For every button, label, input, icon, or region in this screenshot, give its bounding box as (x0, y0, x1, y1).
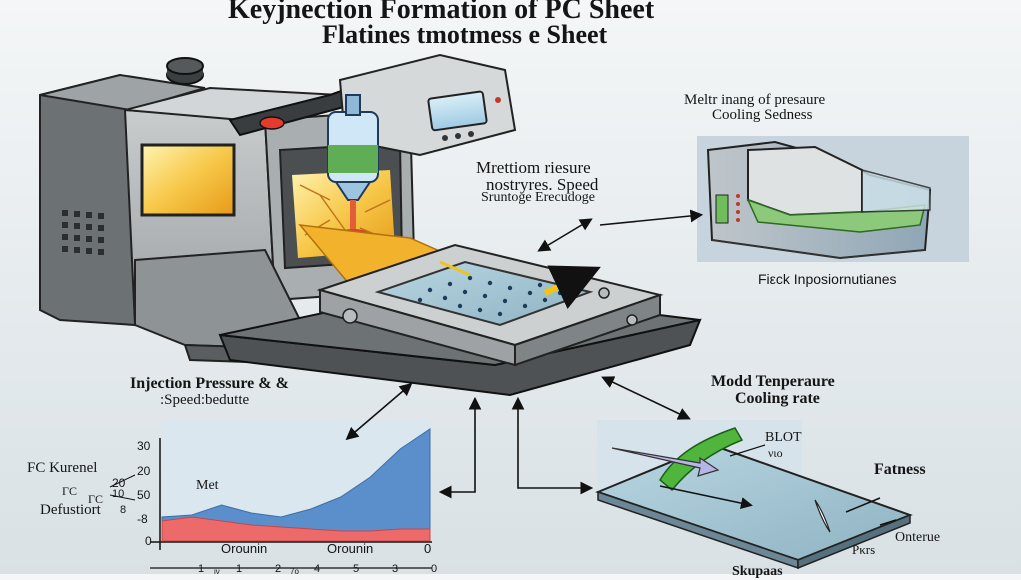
label-right-caption: Fiεck Inposiornutianes (758, 271, 897, 287)
pc-sheet-illustration (595, 420, 913, 570)
label-fc-1: FC Kurenel (27, 460, 98, 476)
machine-left-top (39, 73, 206, 112)
x-tick-top: 0 (424, 541, 432, 556)
side-tick: 8 (120, 504, 127, 516)
x-tick-bottom: 0 (431, 563, 438, 575)
x-tick-bottom: 4 (314, 563, 321, 575)
machine-left-body (39, 73, 136, 327)
x-tick-bottom-sub: ιν (214, 567, 220, 576)
chart-annotation: Met (196, 478, 219, 493)
label-center-1: Mrettiom riesure (476, 158, 591, 177)
x-tick-bottom: 5 (353, 563, 360, 575)
purple-arrow-icon (611, 447, 720, 477)
chart-series-area-2 (161, 516, 431, 542)
label-center-3: Sruntoge Erecudoge (481, 190, 595, 205)
hopper-icon (327, 94, 379, 239)
x-tick-bottom: 3 (392, 563, 399, 575)
machine-window (140, 143, 236, 217)
label-fc-4: Defustiort (40, 502, 101, 518)
y-tick: 30 (137, 439, 151, 453)
x-tick-bottom-sub: 7ο (290, 567, 299, 576)
side-tick: 20 (112, 476, 126, 490)
x-tick-bottom: 2 (275, 563, 282, 575)
label-injection-2: :Speed:bedutte (160, 392, 250, 408)
label-center-2: nostryres. Speed (486, 175, 599, 194)
label-fc-3: ΓC (88, 492, 103, 506)
label-bottom-cut: Skupaas (732, 564, 783, 579)
label-top-right-1: Meltr inang of presaure (684, 92, 826, 108)
x-tick-top: Orounin (221, 541, 268, 556)
x-tick-bottom: 1 (198, 563, 205, 575)
title-line-2: Flatines tmotmess e Sheet (322, 20, 608, 49)
title-line-1: Keyjnection Formation of PC Sheet (228, 0, 655, 25)
y-tick: 0 (145, 534, 152, 548)
label-blot-sub: νιο (768, 446, 783, 460)
chart-plot (161, 428, 431, 542)
label-flatness: Fatness (874, 461, 926, 478)
label-mold-2: Cooling rate (735, 390, 820, 407)
cooling-unit-illustration (697, 136, 969, 262)
label-pers: Ρκrs (852, 542, 876, 557)
yellow-flow-arrow (543, 265, 601, 309)
label-onterue: Onterue (895, 530, 941, 545)
mold-dots (417, 275, 563, 317)
label-mold-1: Modd Tenperaure (711, 373, 835, 390)
label-fc-2: ΓC (62, 484, 77, 498)
x-tick-bottom: 1 (236, 563, 243, 575)
label-injection-1: Injection Pressure & & (130, 375, 289, 392)
vent-grill (62, 210, 104, 255)
injection-machine-illustration (39, 53, 702, 397)
x-tick-top: Orounin (327, 541, 374, 556)
label-top-right-2: Cooling Sedness (712, 107, 813, 123)
y-tick: 50 (137, 488, 151, 502)
y-tick: -8 (137, 512, 148, 526)
connector-arrows (345, 209, 704, 499)
chart-series-area-1 (161, 428, 431, 542)
label-blot: BLOT (765, 430, 802, 445)
y-tick: 20 (137, 464, 151, 478)
red-handle (259, 116, 285, 130)
side-tick: 10 (112, 488, 125, 500)
